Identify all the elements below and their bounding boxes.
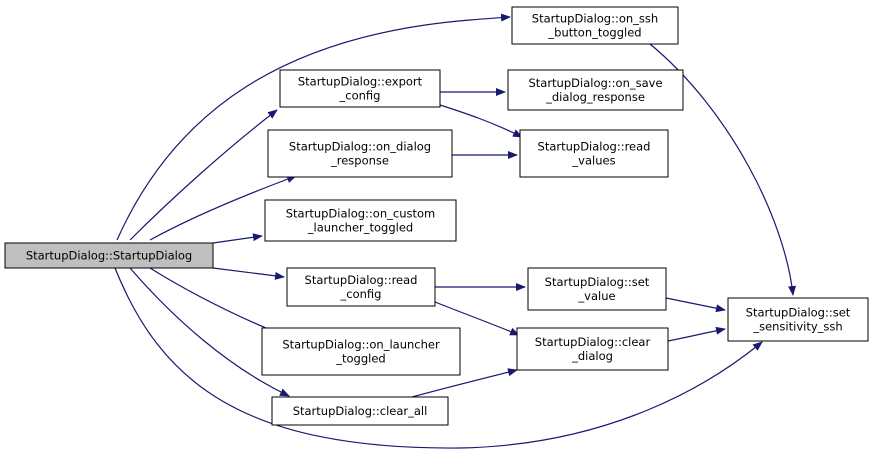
node-label-line: _toggled bbox=[335, 352, 385, 366]
node-box bbox=[271, 396, 449, 426]
node-label-line: _values bbox=[571, 154, 615, 168]
edge-n11-to-n9 bbox=[667, 326, 726, 342]
node-label-line: _launcher_toggled bbox=[307, 221, 413, 235]
node-n6[interactable]: StartupDialog::on_custom_launcher_toggle… bbox=[264, 199, 457, 242]
node-box bbox=[727, 297, 869, 342]
edge-n2-to-n5 bbox=[439, 104, 523, 138]
node-n8[interactable]: StartupDialog::set_value bbox=[527, 267, 667, 311]
node-n12[interactable]: StartupDialog::clear_all bbox=[271, 396, 449, 426]
node-label-line: _button_toggled bbox=[547, 26, 641, 40]
node-box bbox=[511, 6, 679, 45]
node-n10[interactable]: StartupDialog::on_launcher_toggled bbox=[261, 327, 461, 376]
node-n4[interactable]: StartupDialog::on_dialog_response bbox=[267, 129, 453, 178]
node-label-line: _value bbox=[577, 289, 615, 303]
node-n1[interactable]: StartupDialog::on_ssh_button_toggled bbox=[511, 6, 679, 45]
edge-n7-to-n11 bbox=[434, 301, 520, 336]
edge-n0-to-n9 bbox=[114, 267, 763, 449]
node-box bbox=[519, 129, 669, 178]
edge-n12-to-n11 bbox=[411, 368, 518, 398]
node-label-line: StartupDialog::on_dialog bbox=[289, 140, 431, 154]
node-label-line: StartupDialog::export bbox=[298, 75, 423, 89]
node-n7[interactable]: StartupDialog::read_config bbox=[286, 267, 436, 307]
node-label-line: StartupDialog::on_launcher bbox=[282, 338, 440, 352]
node-label-line: StartupDialog::StartupDialog bbox=[26, 249, 192, 263]
nodes: StartupDialog::StartupDialogStartupDialo… bbox=[4, 6, 869, 426]
node-n3[interactable]: StartupDialog::on_save_dialog_response bbox=[507, 69, 684, 111]
node-label-line: _config bbox=[339, 89, 381, 103]
node-box bbox=[264, 199, 457, 242]
node-n5[interactable]: StartupDialog::read_values bbox=[519, 129, 669, 178]
node-label-line: StartupDialog::on_custom bbox=[286, 207, 435, 221]
node-box bbox=[516, 327, 669, 371]
node-box bbox=[507, 69, 684, 111]
edge-n0-to-n4 bbox=[149, 175, 297, 241]
edge-n0-to-n12 bbox=[129, 267, 290, 397]
node-label-line: StartupDialog::read bbox=[538, 140, 651, 154]
node-box bbox=[4, 242, 214, 269]
node-label-line: StartupDialog::clear bbox=[535, 335, 651, 349]
node-box bbox=[261, 327, 461, 376]
node-label-line: StartupDialog::set bbox=[545, 275, 650, 289]
node-label-line: StartupDialog::set bbox=[746, 306, 851, 320]
edge-n8-to-n9 bbox=[665, 297, 726, 313]
node-n9[interactable]: StartupDialog::set_sensitivity_ssh bbox=[727, 297, 869, 342]
edge-n0-to-n7 bbox=[212, 267, 285, 280]
node-label-line: _config bbox=[340, 287, 382, 301]
node-n2[interactable]: StartupDialog::export_config bbox=[279, 69, 441, 108]
edge-n0-to-n1 bbox=[116, 13, 511, 241]
node-label-line: StartupDialog::on_ssh bbox=[532, 12, 658, 26]
node-label-line: StartupDialog::clear_all bbox=[293, 404, 428, 418]
node-label-line: _dialog_response bbox=[545, 90, 645, 104]
node-box bbox=[279, 69, 441, 108]
node-label-line: StartupDialog::read bbox=[305, 273, 418, 287]
node-n0[interactable]: StartupDialog::StartupDialog bbox=[4, 242, 214, 269]
node-label-line: _response bbox=[330, 154, 389, 168]
node-label-line: _dialog bbox=[571, 349, 613, 363]
edge-n0-to-n6 bbox=[212, 233, 263, 244]
node-label-line: _sensitivity_ssh bbox=[752, 320, 842, 334]
edges bbox=[114, 13, 797, 449]
node-box bbox=[527, 267, 667, 311]
node-label-line: StartupDialog::on_save bbox=[528, 76, 662, 90]
node-box bbox=[286, 267, 436, 307]
node-n11[interactable]: StartupDialog::clear_dialog bbox=[516, 327, 669, 371]
node-box bbox=[267, 129, 453, 178]
edge-n0-to-n2 bbox=[129, 109, 278, 241]
